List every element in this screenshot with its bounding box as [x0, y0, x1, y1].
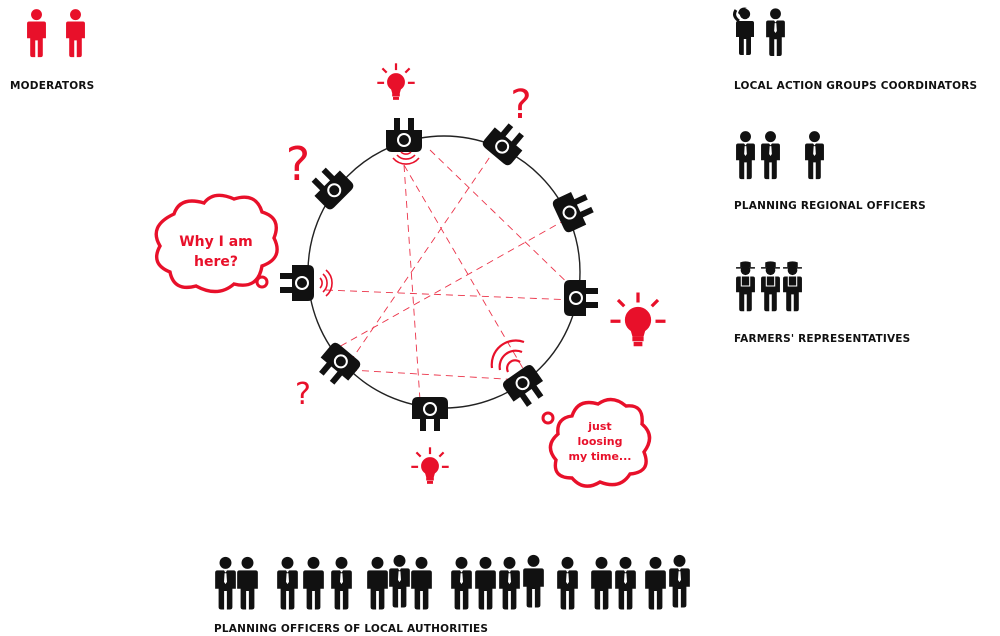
- local-officer-figure: [475, 556, 496, 610]
- sound-waves-top-icon: [392, 151, 420, 165]
- local-officer-figure: [303, 556, 324, 610]
- local-officer-figure: [557, 556, 578, 610]
- thought-bubble-losing: just loosing my time...: [541, 397, 652, 488]
- farmers-representatives-label: FARMERS' REPRESENTATIVES: [734, 333, 910, 345]
- seat-top-left: [305, 161, 356, 212]
- communication-lines: [325, 147, 581, 401]
- thought-bubble-why: Why I am here?: [154, 193, 279, 294]
- sound-waves-bottom-right-icon: [490, 339, 525, 373]
- moderators-label: MODERATORS: [10, 80, 94, 92]
- local-officer-figure: [389, 554, 410, 608]
- local-officer-figure: [331, 556, 352, 610]
- seated-participants: [280, 118, 598, 431]
- light-bulb-bottom-icon: [410, 446, 450, 485]
- seat-bottom: [412, 397, 448, 431]
- bubble-losing-line2: loosing: [578, 435, 623, 448]
- bubble-why-line1: Why I am: [179, 234, 253, 250]
- question-mark-top-right: ?: [510, 82, 531, 128]
- local-officer-figure: [523, 554, 544, 608]
- planning-regional-officers-label: PLANNING REGIONAL OFFICERS: [734, 200, 926, 212]
- question-mark-bottom-left: ?: [295, 377, 311, 412]
- planning-regional-officers-icon: [736, 131, 824, 180]
- local-officer-figure: [615, 556, 636, 610]
- local-officer-figure: [237, 556, 258, 610]
- local-officer-figure: [499, 556, 520, 610]
- bubble-why-line2: here?: [194, 254, 238, 270]
- local-officer-figure: [451, 556, 472, 610]
- local-officer-figure: [215, 556, 236, 610]
- sound-waves-left-icon: [319, 269, 333, 297]
- planning-officers-local-icon: [215, 554, 690, 610]
- moderators-icon: [27, 9, 85, 58]
- bubble-losing-line1: just: [587, 420, 611, 433]
- light-bulb-right-icon: [608, 290, 668, 348]
- question-mark-top-left: ?: [286, 137, 310, 191]
- farmers-representatives-icon: [735, 260, 803, 312]
- local-officer-figure: [367, 556, 388, 610]
- bubble-losing-line3: my time...: [569, 450, 632, 463]
- planning-officers-local-label: PLANNING OFFICERS OF LOCAL AUTHORITIES: [214, 623, 488, 635]
- seat-right: [564, 280, 598, 316]
- light-bulb-top-icon: [376, 62, 416, 101]
- lag-coordinators-label: LOCAL ACTION GROUPS COORDINATORS: [734, 80, 977, 92]
- local-officer-figure: [411, 556, 432, 610]
- local-officer-figure: [645, 556, 666, 610]
- local-officer-figure: [669, 554, 690, 608]
- seat-right-upper: [551, 186, 598, 234]
- lag-coordinators-icon: [733, 7, 785, 56]
- local-officer-figure: [591, 556, 612, 610]
- seat-left: [280, 265, 314, 301]
- seat-top: [386, 118, 422, 152]
- seat-bottom-left: [312, 340, 363, 390]
- local-officer-figure: [277, 556, 298, 610]
